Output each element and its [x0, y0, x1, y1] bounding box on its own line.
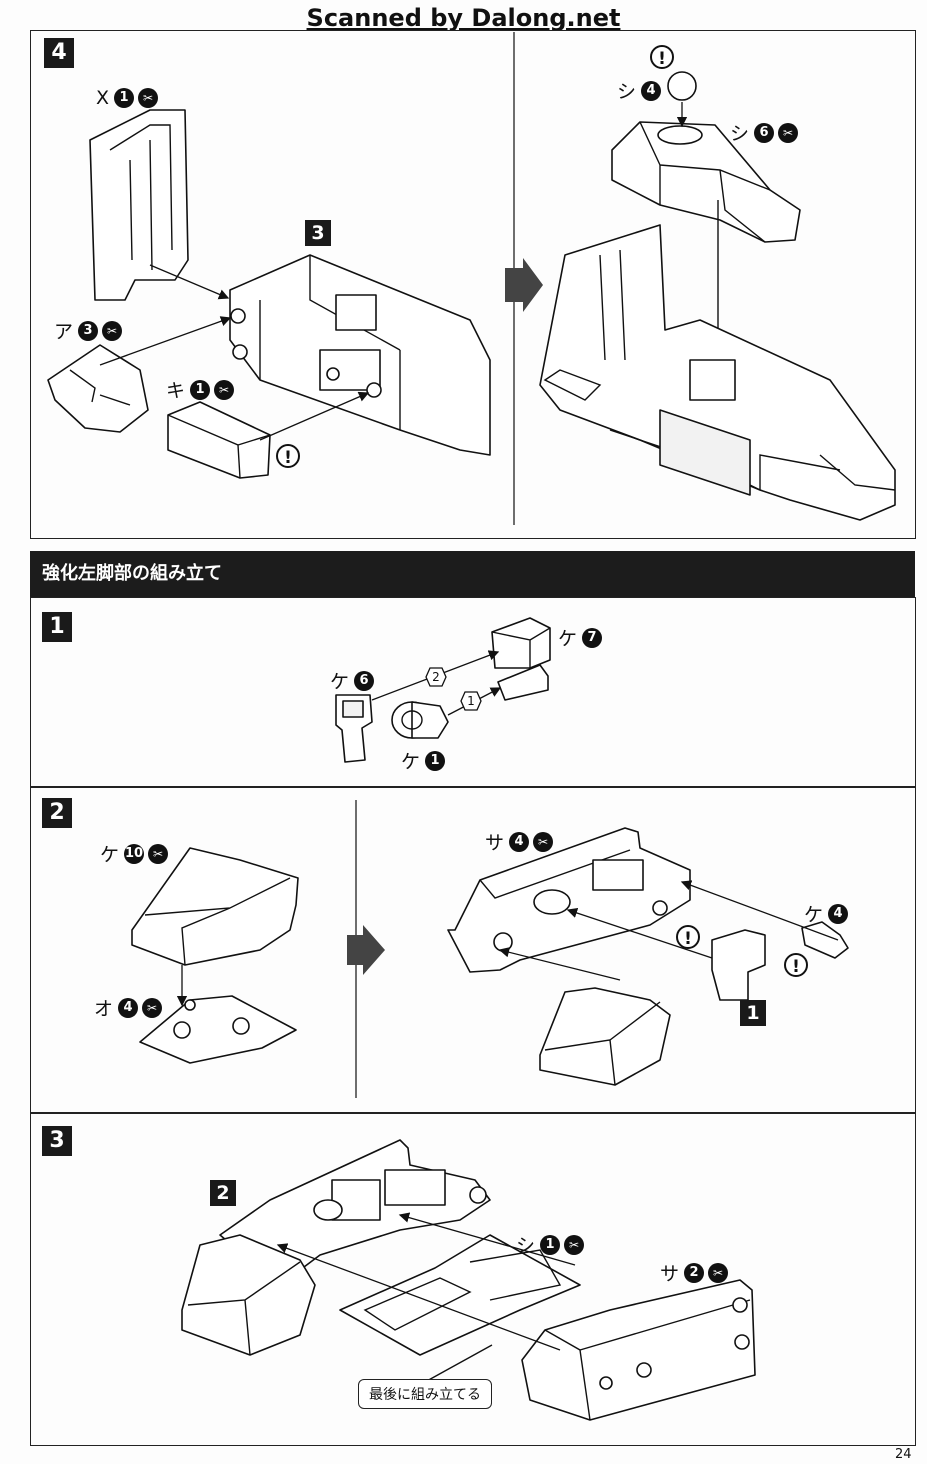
nipper-icon: ✂: [533, 831, 554, 852]
assemble-last-note: 最後に組み立てる: [358, 1379, 492, 1409]
step-number-2: 2: [42, 798, 72, 828]
subassembly-ref-1: 1: [740, 1000, 766, 1026]
warning-icon: !: [784, 953, 808, 977]
section-title: 強化左脚部の組み立て: [30, 551, 915, 597]
order-mark-1: 1: [460, 691, 482, 711]
step2-right-art: [447, 827, 849, 1086]
step-number-4: 4: [44, 38, 74, 68]
nipper-icon: ✂: [142, 997, 163, 1018]
warning-icon: !: [676, 925, 700, 949]
step3-art: [181, 1139, 756, 1421]
nipper-icon: ✂: [214, 379, 235, 400]
nipper-icon: ✂: [778, 122, 799, 143]
nipper-icon: ✂: [148, 843, 169, 864]
nipper-icon: ✂: [138, 88, 159, 108]
page-number: 24: [895, 1447, 912, 1462]
nipper-icon: ✂: [102, 320, 123, 341]
step2-left-art: [131, 847, 299, 1064]
order-mark-2: 2: [425, 667, 447, 687]
step2-panel: [30, 786, 916, 1114]
step-number-1: 1: [42, 612, 72, 642]
subassembly-ref-3: 3: [305, 220, 331, 246]
step1-panel: [30, 597, 916, 788]
subassembly-ref-2: 2: [210, 1180, 236, 1206]
nipper-icon: ✂: [708, 1262, 729, 1283]
step3-panel: [30, 1112, 916, 1446]
step-number-3: 3: [42, 1126, 72, 1156]
warning-icon: !: [276, 444, 300, 468]
step1-art: [335, 617, 551, 763]
step4-right-art: [539, 71, 896, 521]
nipper-icon: ✂: [564, 1234, 585, 1255]
warning-icon: !: [650, 45, 674, 69]
step4-panel: [30, 30, 916, 539]
step4-left-art: [47, 109, 491, 479]
watermark: Scanned by Dalong.net: [306, 4, 621, 32]
